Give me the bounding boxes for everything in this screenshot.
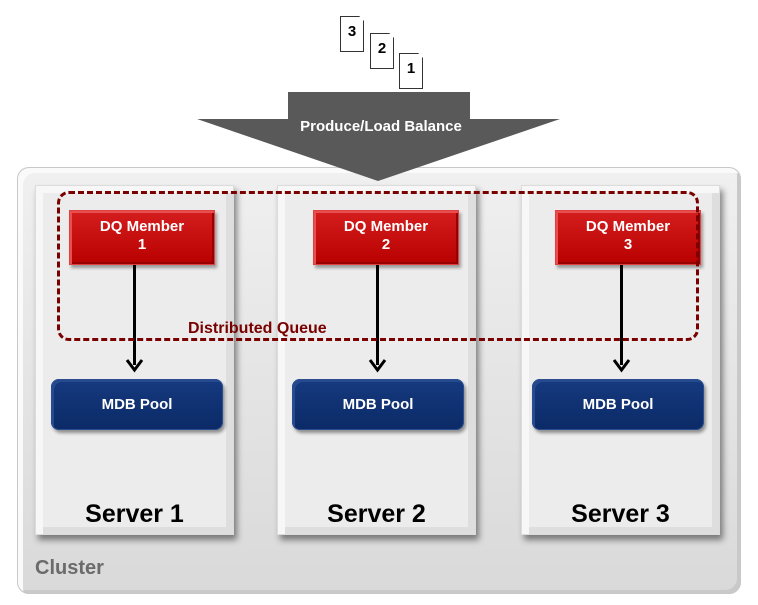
dq-member-title: DQ Member <box>585 218 671 235</box>
dq-member-number: 2 <box>381 236 391 253</box>
cluster-label: Cluster <box>35 557 104 579</box>
message-icon-1: 1 <box>399 53 423 89</box>
load-balance-label: Produce/Load Balance <box>300 118 462 135</box>
arrowhead-down-icon <box>368 359 387 373</box>
arrow-line-1 <box>133 265 136 365</box>
distributed-queue-label: Distributed Queue <box>188 320 327 337</box>
dq-member-title: DQ Member <box>99 218 185 235</box>
dq-member-1[interactable]: DQ Member 1 <box>69 210 215 265</box>
arrow-line-2 <box>376 265 379 365</box>
dq-member-2[interactable]: DQ Member 2 <box>313 210 459 265</box>
arrowhead-down-icon <box>612 359 631 373</box>
dq-member-title: DQ Member <box>343 218 429 235</box>
server-label: Server 1 <box>85 500 184 528</box>
server-label: Server 3 <box>571 500 670 528</box>
arrow-line-3 <box>620 265 623 365</box>
arrowhead-down-icon <box>125 359 144 373</box>
dq-member-number: 1 <box>137 236 147 253</box>
distributed-queue-region <box>57 191 699 341</box>
dq-member-3[interactable]: DQ Member 3 <box>555 210 701 265</box>
mdb-pool-2[interactable]: MDB Pool <box>292 379 464 430</box>
dq-member-number: 3 <box>623 236 633 253</box>
mdb-pool-3[interactable]: MDB Pool <box>532 379 704 430</box>
message-icon-3: 3 <box>340 16 364 52</box>
mdb-pool-1[interactable]: MDB Pool <box>51 379 223 430</box>
message-icon-2: 2 <box>370 33 394 69</box>
server-label: Server 2 <box>327 500 426 528</box>
